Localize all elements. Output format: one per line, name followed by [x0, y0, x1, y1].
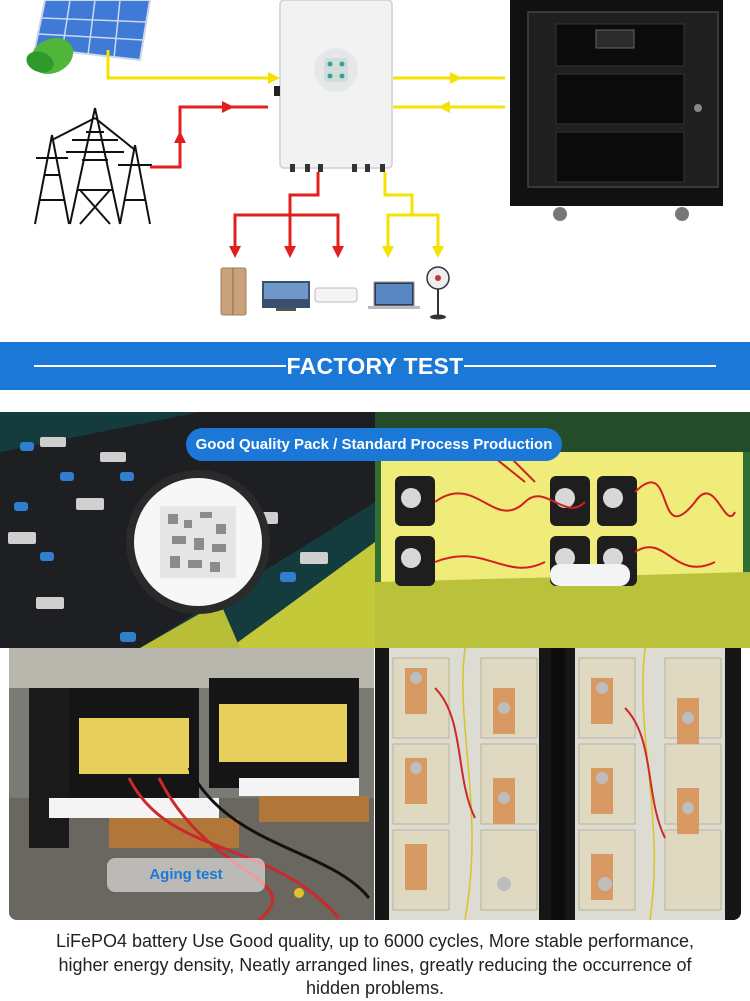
photo-cell-rows	[375, 648, 741, 920]
caption-line-1: LiFePO4 battery Use Good quality, up to …	[56, 931, 694, 951]
leaf-icon	[26, 38, 74, 74]
banner-rule-right	[464, 365, 716, 367]
photo-cell-rows-art	[375, 648, 741, 920]
caption-line-3: hidden problems.	[305, 978, 445, 998]
air-conditioner-icon	[314, 287, 358, 303]
quality-pack-label: Good Quality Pack / Standard Process Pro…	[186, 428, 562, 461]
photo-yellow-pack	[375, 412, 750, 648]
solar-flow-lines	[106, 50, 505, 248]
product-caption: LiFePO4 battery Use Good quality, up to …	[0, 930, 750, 1000]
photo-yellow-pack-art	[375, 412, 750, 648]
fridge-icon	[220, 267, 247, 316]
inverter-icon	[274, 0, 393, 172]
photo-aging-test	[9, 648, 374, 920]
laptop-icon	[368, 281, 420, 309]
banner-title: FACTORY TEST	[286, 353, 464, 379]
caption-line-2: higher energy density, Neatly arranged l…	[58, 954, 692, 975]
battery-cabinet-icon	[510, 0, 723, 221]
section-banner: FACTORY TEST	[0, 342, 750, 390]
system-diagram	[0, 0, 750, 342]
diagram-svg	[26, 0, 723, 320]
power-tower-icon	[34, 107, 152, 225]
aging-test-label: Aging test	[107, 858, 265, 892]
fan-icon	[426, 266, 450, 320]
banner-rule-left	[34, 365, 286, 367]
tv-icon	[262, 281, 310, 311]
